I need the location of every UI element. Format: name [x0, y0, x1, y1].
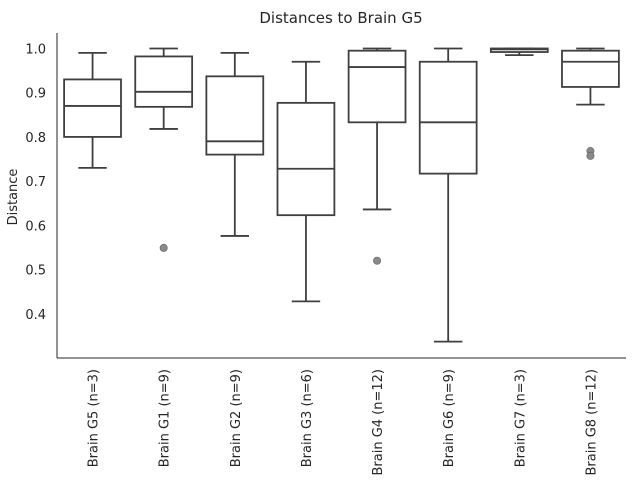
box-iqr: [63, 78, 122, 138]
x-tick-label: Brain G2 (n=9): [229, 369, 244, 467]
chart-title: Distances to Brain G5: [259, 9, 422, 27]
x-tick-label: Brain G8 (n=12): [584, 369, 599, 476]
y-tick-label: 0.4: [25, 308, 46, 323]
outlier-point: [373, 256, 382, 265]
outlier-point: [159, 243, 168, 252]
y-tick-label: 0.9: [25, 87, 46, 102]
outlier-point: [586, 151, 595, 160]
y-tick-label: 1.0: [25, 42, 46, 57]
x-tick-label: Brain G1 (n=9): [158, 369, 173, 467]
x-tick-label: Brain G4 (n=12): [371, 369, 386, 476]
x-tick-label: Brain G7 (n=3): [513, 369, 528, 467]
box-iqr: [347, 49, 407, 124]
box-iqr: [276, 101, 336, 217]
box-iqr: [205, 75, 265, 156]
box-iqr: [418, 60, 478, 175]
y-tick-label: 0.8: [25, 131, 46, 146]
box-iqr: [561, 49, 620, 88]
x-tick-label: Brain G5 (n=3): [87, 369, 102, 467]
box-iqr: [134, 55, 194, 108]
x-tick-label: Brain G6 (n=9): [442, 369, 457, 467]
y-axis-label: Distance: [6, 169, 21, 226]
y-tick-label: 0.7: [25, 175, 46, 190]
x-tick-label: Brain G3 (n=6): [300, 369, 315, 467]
y-tick-label: 0.6: [25, 219, 46, 234]
y-tick-label: 0.5: [25, 264, 46, 279]
